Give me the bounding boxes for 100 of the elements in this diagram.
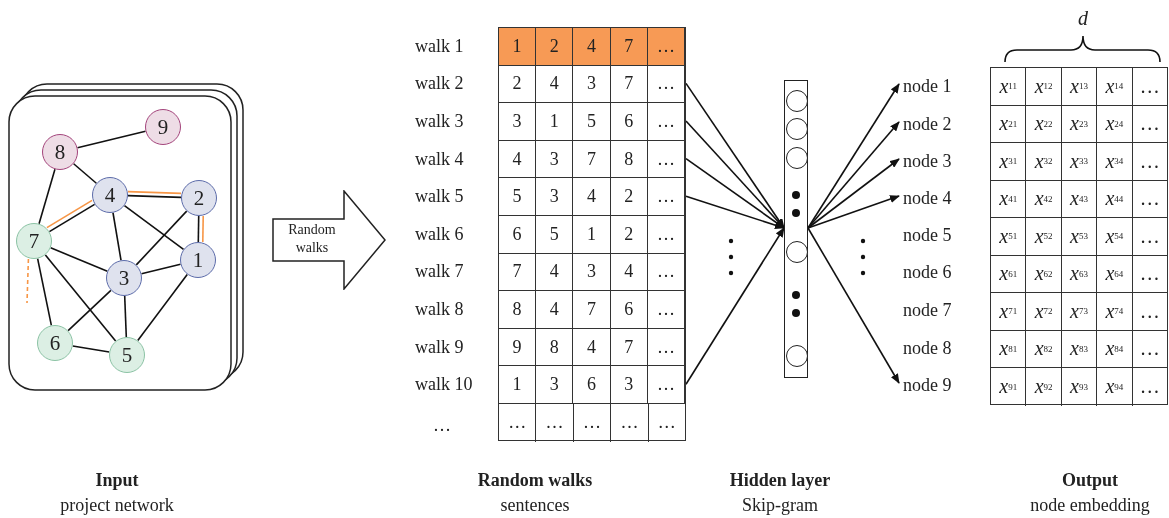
table-cell-text: … (656, 411, 677, 435)
connector-line (67, 289, 112, 332)
neuron-circle (786, 90, 808, 112)
connector-line (123, 204, 185, 251)
table-cell: 3 (536, 178, 574, 215)
table-cell: … (647, 178, 685, 215)
arrow (685, 227, 785, 385)
section-heading: Random walks (477, 469, 593, 491)
row-label: walk 7 (415, 260, 464, 284)
arrow (685, 120, 785, 229)
table-cell: 1 (499, 366, 537, 403)
table-cell: 2 (610, 216, 648, 253)
connector-line (127, 194, 182, 199)
table-cell: 8 (610, 140, 648, 178)
table-cell: 9 (499, 328, 537, 366)
table-row (991, 218, 1167, 256)
table-cell: 3 (536, 366, 574, 403)
table-cell: … (647, 28, 685, 65)
output-node-label: node 8 (903, 336, 971, 360)
table-frame (990, 67, 1168, 405)
table-cell: … (647, 216, 685, 253)
connector-line (49, 247, 109, 272)
table-cell: 6 (610, 291, 648, 328)
block-arrow (272, 190, 386, 290)
table-cell: 2 (536, 28, 574, 65)
connector-line (72, 162, 98, 185)
table-cell: 3 (499, 103, 537, 140)
row-label: walk 3 (415, 110, 464, 133)
table-cell: 3 (536, 140, 574, 178)
connector-line (76, 130, 147, 149)
table-cell-text: … (1138, 298, 1161, 324)
table-cell: 1 (573, 216, 611, 253)
table-cell-text: … (1138, 374, 1161, 400)
table-cell: 5 (573, 103, 611, 140)
table-cell: … (647, 291, 685, 328)
neuron-circle (786, 345, 808, 367)
table-cell: 5 (536, 216, 574, 253)
table-cell: … (647, 253, 685, 291)
dashed-path-line (26, 258, 30, 304)
row-label: walk 9 (415, 335, 464, 359)
section-subtitle: sentences (500, 494, 570, 516)
table-row (991, 293, 1167, 331)
section-subtitle: Skip-gram (742, 494, 818, 516)
connector-line (135, 210, 188, 266)
section-subtitle: project network (60, 494, 174, 516)
table-row (991, 255, 1167, 293)
table-cell: 7 (610, 28, 648, 65)
table-cell-text: … (1138, 223, 1161, 249)
row-label: walk 8 (415, 298, 464, 321)
table-cell: 2 (610, 178, 648, 215)
table-cell-text: … (1138, 186, 1161, 212)
table-cell: … (647, 103, 685, 140)
row-label: walk 1 (415, 34, 464, 58)
arrow (807, 158, 900, 229)
connector-line (197, 215, 200, 243)
table-cell-text: … (1138, 73, 1161, 99)
arrow (807, 227, 900, 384)
table-cell: 4 (536, 253, 574, 291)
table-cell: … (536, 404, 574, 442)
table-cell: 1 (536, 103, 574, 140)
table-cell: 4 (536, 291, 574, 328)
table-cell: … (647, 328, 685, 366)
section-heading: Output (1062, 469, 1118, 491)
output-node-label: node 9 (903, 373, 971, 397)
table-cell: … (647, 65, 685, 103)
table-cell-text: … (1138, 336, 1161, 362)
arrow (685, 157, 785, 229)
output-node-label: node 1 (903, 74, 971, 98)
row-label: walk 2 (415, 72, 464, 96)
table-cell: 7 (499, 253, 537, 291)
table-row (991, 180, 1167, 218)
table-row (991, 330, 1167, 368)
table-cell: 4 (573, 178, 611, 215)
connector-line (38, 168, 56, 225)
row-label: walk 5 (415, 185, 464, 209)
table-cell: … (573, 404, 612, 442)
output-node-label: node 5 (903, 223, 971, 247)
table-cell-text: … (1138, 261, 1161, 287)
table-row (991, 143, 1167, 181)
table-cell-text: … (1138, 148, 1161, 174)
section-heading: Input (95, 469, 139, 491)
connector-line (140, 263, 182, 275)
output-node-label: node 4 (903, 186, 971, 210)
section-heading: Hidden layer (729, 469, 831, 491)
table-cell: 6 (610, 103, 648, 140)
arrow (807, 195, 900, 229)
table-cell: … (647, 140, 685, 178)
output-node-label: node 7 (903, 298, 971, 322)
output-node-label: node 2 (903, 112, 971, 136)
table-cell: 4 (499, 140, 537, 178)
table-cell: 6 (573, 366, 611, 403)
table-cell: 1 (499, 28, 537, 65)
arrow-label: Random walks (287, 221, 337, 257)
row-label: walk 4 (415, 147, 464, 171)
connector-line (137, 273, 188, 342)
connector-line (71, 345, 111, 353)
table-cell: 7 (610, 328, 648, 366)
table-cell: 7 (573, 291, 611, 328)
table-cell: 3 (573, 65, 611, 103)
table-cell: 4 (536, 65, 574, 103)
